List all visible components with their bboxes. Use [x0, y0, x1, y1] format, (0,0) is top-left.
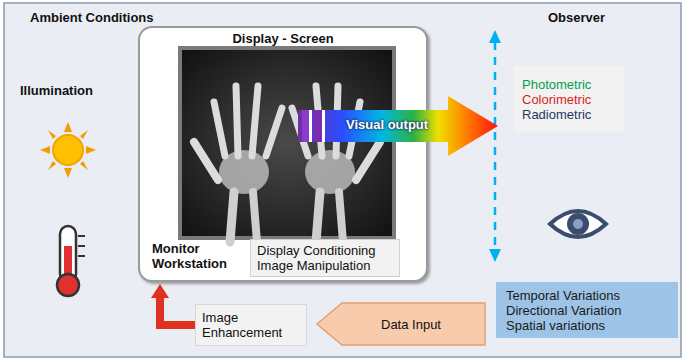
arrow-head [151, 284, 169, 298]
process-box: Display Conditioning Image Manipulation [250, 239, 400, 277]
variation-name: Temporal Variations [506, 288, 668, 303]
box-title: Display - Screen [140, 31, 426, 46]
ambient-label: Illumination [20, 83, 93, 98]
input-arrow: Data Input [316, 302, 486, 346]
eye-icon [550, 211, 606, 237]
measure-name: Colorimetric [522, 92, 616, 107]
connector-arrow [151, 284, 195, 325]
variation-box: Temporal VariationsDirectional Variation… [496, 282, 678, 338]
arrow-text: Data Input [381, 317, 441, 332]
output-arrow: Visual output [298, 96, 498, 156]
observer-axis [489, 30, 501, 262]
process-box: Image Enhancement [195, 304, 307, 346]
box-text: Image Enhancement [202, 310, 300, 340]
connector-line [160, 296, 195, 325]
measure-name: Photometric [522, 77, 616, 92]
variation-name: Spatial variations [506, 318, 668, 333]
variation-name: Directional Variation [506, 303, 668, 318]
workstation-label: Monitor Workstation [152, 241, 244, 271]
sun-icon [40, 122, 96, 178]
thermometer-icon [57, 226, 85, 296]
measure-name: Radiometric [522, 107, 616, 122]
box-text: Display Conditioning Image Manipulation [257, 243, 393, 273]
section-heading: Ambient Conditions [30, 10, 154, 25]
arrow-text: Visual output [346, 117, 428, 132]
measure-box: PhotometricColorimetricRadiometric [514, 66, 624, 132]
display-screen-box: Display - ScreenMonitor Workstation Displ… [138, 26, 428, 282]
section-heading: Observer [548, 10, 605, 25]
outer-frame [4, 3, 681, 357]
